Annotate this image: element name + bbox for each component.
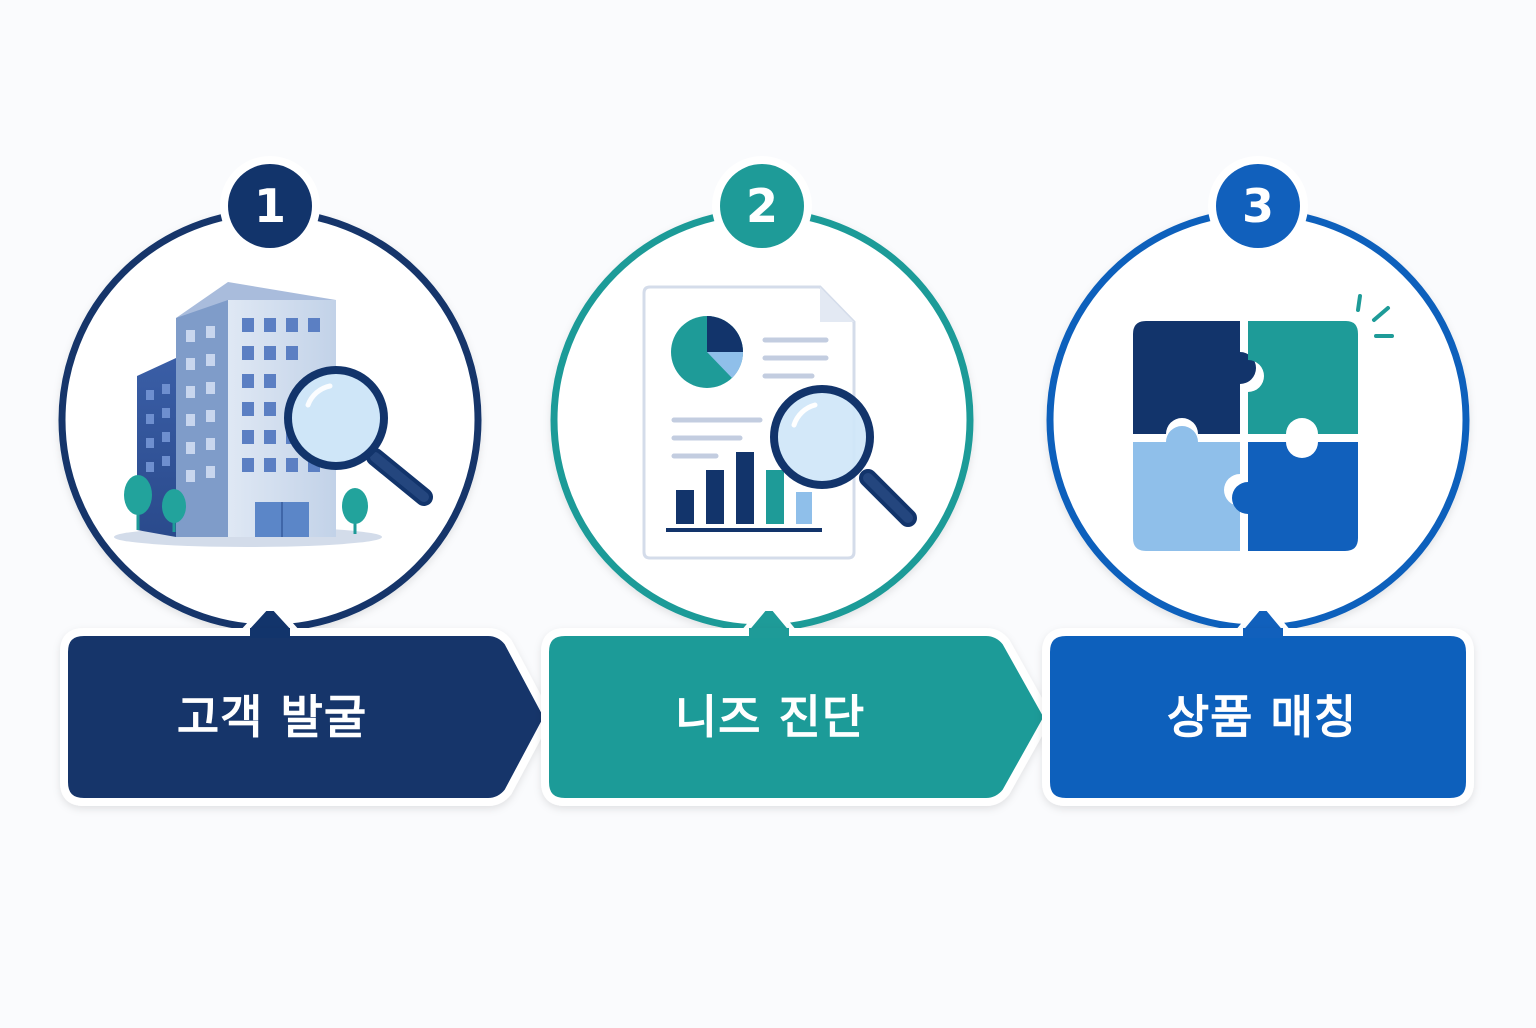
step-1-arrow-shape <box>60 628 552 806</box>
report-search-icon <box>642 285 917 560</box>
step-2 <box>541 156 1052 806</box>
building-search-icon <box>114 282 433 547</box>
step-3-label-box <box>1042 628 1474 806</box>
step-1-label: 고객 발굴 <box>176 690 368 744</box>
step-2-number: 2 <box>745 179 778 233</box>
step-1 <box>58 156 552 806</box>
step-2-arrow-shape <box>541 628 1052 806</box>
step-1-number: 1 <box>253 179 286 233</box>
puzzle-icon <box>1133 294 1394 551</box>
magnifier-icon <box>284 366 433 506</box>
step-2-label: 니즈 진단 <box>674 690 866 744</box>
step-3 <box>1042 156 1474 806</box>
tree-icon <box>124 475 368 534</box>
sparkle-icon <box>1356 294 1394 338</box>
step-3-number: 3 <box>1241 179 1274 233</box>
bar-chart-icon <box>666 452 822 532</box>
magnifier-icon <box>770 385 917 527</box>
step-3-label: 상품 매칭 <box>1166 690 1358 744</box>
pie-chart-icon <box>671 316 744 388</box>
